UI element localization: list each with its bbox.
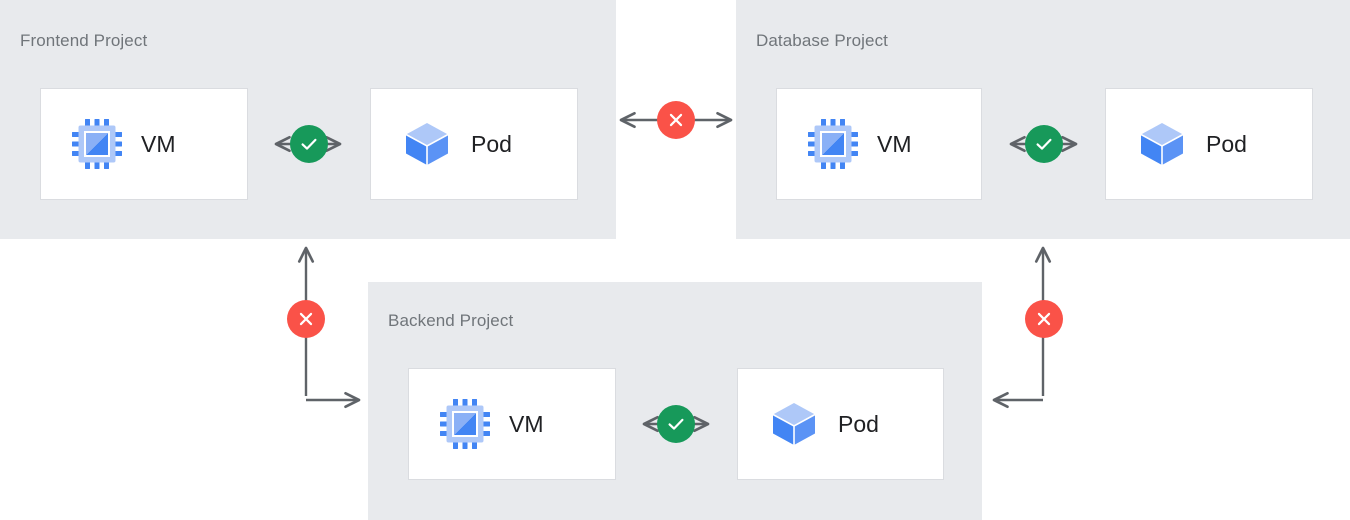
vm-chip-icon: [807, 118, 859, 170]
resource-label-pod: Pod: [838, 410, 879, 437]
resource-label-vm: VM: [141, 130, 176, 157]
vm-chip-icon: [71, 118, 123, 170]
status-badge-blocked-database-backend: [1025, 300, 1063, 338]
status-badge-allowed-frontend: [290, 125, 328, 163]
pod-cube-icon: [1136, 118, 1188, 170]
x-icon: [665, 109, 687, 131]
project-title-database: Database Project: [756, 31, 889, 50]
check-icon: [298, 133, 320, 155]
check-icon: [1033, 133, 1055, 155]
x-icon: [1033, 308, 1055, 330]
vm-chip-icon: [439, 398, 491, 450]
resource-label-pod: Pod: [471, 130, 512, 157]
resource-card-frontend-pod[interactable]: Pod: [370, 88, 578, 200]
resource-label-pod: Pod: [1206, 130, 1247, 157]
status-badge-blocked-frontend-backend: [287, 300, 325, 338]
resource-card-backend-pod[interactable]: Pod: [737, 368, 944, 480]
resource-card-frontend-vm[interactable]: VM: [40, 88, 248, 200]
project-title-backend: Backend Project: [388, 311, 514, 330]
resource-label-vm: VM: [509, 410, 544, 437]
check-icon: [665, 413, 687, 435]
pod-cube-icon: [401, 118, 453, 170]
resource-card-database-vm[interactable]: VM: [776, 88, 982, 200]
status-badge-allowed-database: [1025, 125, 1063, 163]
x-icon: [295, 308, 317, 330]
resource-card-database-pod[interactable]: Pod: [1105, 88, 1313, 200]
status-badge-blocked-frontend-database: [657, 101, 695, 139]
status-badge-allowed-backend: [657, 405, 695, 443]
pod-cube-icon: [768, 398, 820, 450]
project-title-frontend: Frontend Project: [20, 31, 148, 50]
resource-card-backend-vm[interactable]: VM: [408, 368, 616, 480]
resource-label-vm: VM: [877, 130, 912, 157]
